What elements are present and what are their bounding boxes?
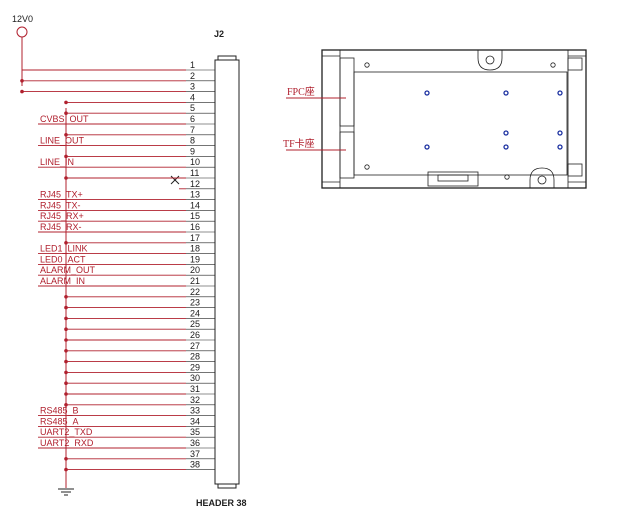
net-label: RJ45_TX+	[40, 190, 83, 200]
pin-number: 18	[190, 244, 200, 254]
pin-number: 4	[190, 92, 195, 102]
junction-dot	[64, 359, 68, 364]
no-connect-mark	[170, 175, 180, 185]
net-label: RS485_B	[40, 406, 79, 416]
net-label: LINE_IN	[40, 157, 74, 167]
pin-number: 22	[190, 287, 200, 297]
pin-number: 35	[190, 427, 200, 437]
net-label: RJ45_RX-	[40, 222, 82, 232]
pin-number: 3	[190, 82, 195, 92]
pin-number: 17	[190, 233, 200, 243]
net-label: ALARM_IN	[40, 276, 85, 286]
mechanical-drawing: FPC座 TF卡座	[283, 49, 587, 189]
pin-number: 28	[190, 352, 200, 362]
net-label: LED0_ACT	[40, 254, 86, 264]
pin-number: 30	[190, 373, 200, 383]
pin-number: 21	[190, 276, 200, 286]
connector-body	[214, 59, 240, 485]
pin-number: 10	[190, 157, 200, 167]
pin-number: 37	[190, 449, 200, 459]
pin-number: 12	[190, 179, 200, 189]
junction-dot	[64, 111, 68, 115]
junction-dot	[64, 349, 68, 353]
net-label: LED1_LINK	[40, 244, 88, 254]
connector-top-tab	[217, 55, 237, 61]
junction-dot	[64, 381, 68, 386]
connector-name: HEADER 38	[196, 498, 247, 508]
junction-dot	[64, 316, 68, 321]
pin-number: 23	[190, 298, 200, 308]
pin-number: 32	[190, 395, 200, 405]
mount-hole-bottom	[537, 175, 547, 185]
junction-dot	[64, 370, 68, 375]
junction-dot	[64, 457, 68, 461]
pin-number: 16	[190, 222, 200, 232]
pin-number: 20	[190, 265, 200, 275]
junction-dot	[64, 295, 68, 299]
pin-number: 27	[190, 341, 200, 351]
junction-dot	[64, 327, 68, 332]
net-label: RJ45_RX+	[40, 211, 84, 221]
power-label: 12V0	[12, 14, 33, 24]
net-label: UART2_RXD	[40, 438, 94, 448]
ground-symbol	[58, 488, 74, 496]
pin-number: 11	[190, 168, 199, 178]
pin-number: 26	[190, 330, 200, 340]
connector-ref: J2	[214, 29, 224, 39]
tf-slot	[339, 131, 355, 179]
net-label: LINE_OUT	[40, 136, 85, 146]
junction-dot	[20, 89, 24, 94]
net-label: CVBS_OUT	[40, 114, 89, 124]
junction-dot	[64, 133, 68, 137]
pin-number: 7	[190, 125, 195, 135]
via-holes	[424, 90, 563, 150]
pin-number: 13	[190, 190, 200, 200]
pin-number: 9	[190, 146, 195, 156]
board-inner-frame	[339, 49, 569, 189]
net-label: RJ45_TX-	[40, 200, 81, 210]
pin-number: 33	[190, 406, 200, 416]
pin-number: 5	[190, 103, 195, 113]
connector-bottom-tab	[217, 483, 237, 489]
junction-dot	[64, 100, 68, 105]
junction-dot	[64, 392, 68, 396]
pin-number: 25	[190, 319, 200, 329]
fpc-slot	[339, 57, 355, 127]
net-label: ALARM_OUT	[40, 265, 96, 275]
pin-layer: 123456CVBS_OUT78LINE_OUT910LINE_IN111213…	[20, 60, 215, 472]
board-inner-panel	[353, 71, 568, 176]
pin-number: 24	[190, 308, 200, 318]
tf-label: TF卡座	[283, 137, 315, 150]
pin-number: 6	[190, 114, 195, 124]
net-label: UART2_TXD	[40, 427, 93, 437]
junction-dot	[64, 403, 68, 407]
pin-number: 19	[190, 254, 200, 264]
junction-dot	[64, 176, 68, 180]
pin-number: 15	[190, 211, 200, 221]
junction-dot	[64, 305, 68, 310]
power-symbol	[16, 26, 28, 38]
junction-dot	[64, 241, 68, 245]
pin-number: 29	[190, 362, 200, 372]
fpc-label: FPC座	[287, 85, 315, 98]
junction-dot	[64, 154, 68, 159]
pin-number: 2	[190, 71, 195, 81]
pin-number: 14	[190, 200, 200, 210]
board-outline	[321, 49, 587, 189]
pin-number: 36	[190, 438, 200, 448]
junction-dot	[64, 467, 68, 472]
latch	[427, 171, 479, 187]
junction-dot	[64, 338, 68, 342]
pin-number: 34	[190, 416, 200, 426]
pin-number: 1	[190, 60, 195, 70]
pin-number: 38	[190, 460, 200, 470]
pin-number: 8	[190, 136, 195, 146]
mount-hole-top	[485, 55, 495, 65]
net-label: RS485_A	[40, 416, 79, 426]
pin-number: 31	[190, 384, 200, 394]
junction-dot	[20, 79, 24, 83]
